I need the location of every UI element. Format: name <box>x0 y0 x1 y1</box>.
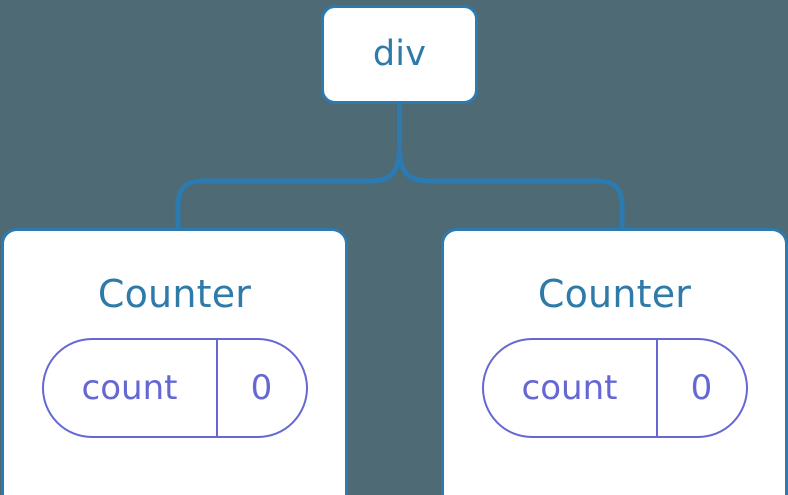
edge-root-to-counter-left <box>175 145 402 233</box>
node-div[interactable]: div <box>321 5 478 104</box>
state-pill-count-left[interactable]: count 0 <box>41 338 308 438</box>
node-counter-left[interactable]: Counter count 0 <box>1 228 348 495</box>
node-counter-right[interactable]: Counter count 0 <box>441 228 788 495</box>
state-value-left: 0 <box>250 368 273 408</box>
state-pill-count-right[interactable]: count 0 <box>481 338 748 438</box>
state-key-left: count <box>44 340 218 436</box>
node-counter-left-label: Counter <box>97 272 252 316</box>
state-value-right: 0 <box>690 368 713 408</box>
node-counter-right-label: Counter <box>537 272 692 316</box>
state-key-right: count <box>484 340 658 436</box>
edge-root-to-counter-right <box>397 145 625 233</box>
node-div-label: div <box>372 34 427 74</box>
